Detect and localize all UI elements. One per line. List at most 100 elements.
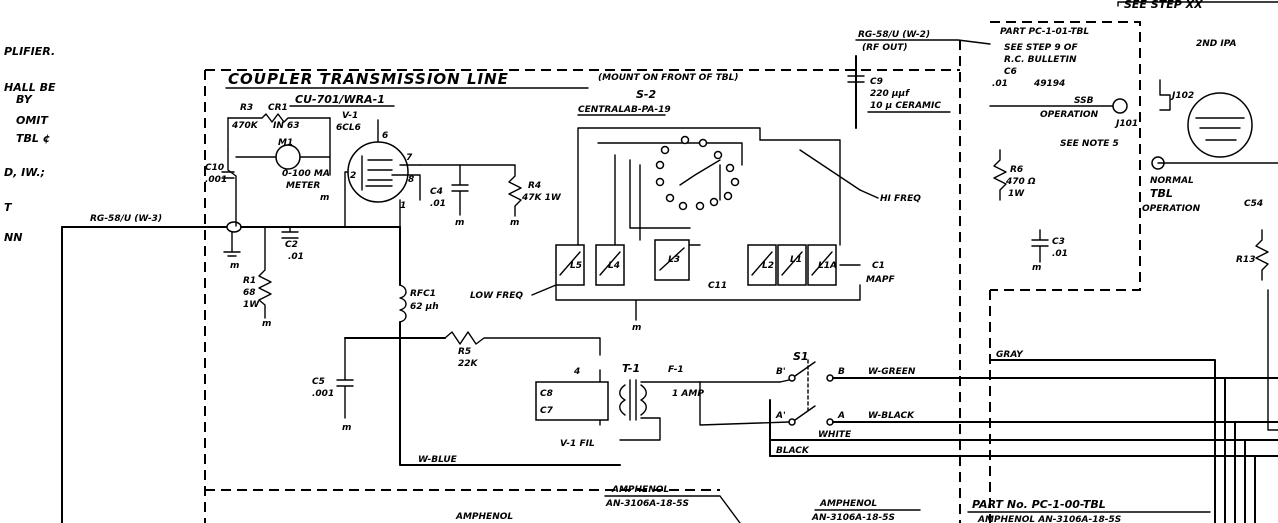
ground-label-5: m bbox=[510, 218, 519, 228]
pin-6: 6 bbox=[382, 131, 388, 141]
term-b-prime: B' bbox=[776, 367, 786, 377]
j102-jack bbox=[1159, 79, 1171, 111]
r5-label: R5 bbox=[458, 347, 471, 357]
r4-value: 47K 1W bbox=[521, 193, 562, 203]
rf-out-wire bbox=[855, 39, 991, 45]
vertical-bus bbox=[1224, 377, 1256, 523]
cr1-label: CR1 bbox=[268, 103, 288, 113]
r1-value: 68 bbox=[243, 288, 256, 298]
pin-8: 8 bbox=[408, 175, 414, 185]
ground-label-8: m bbox=[1032, 263, 1041, 273]
ipa-label: 2ND IPA bbox=[1196, 39, 1237, 49]
normal-tbl: TBL bbox=[1150, 187, 1173, 200]
ground-label-6: m bbox=[342, 423, 351, 433]
c9-symbol bbox=[847, 75, 865, 83]
wire-gray: GRAY bbox=[996, 350, 1024, 360]
j101-label: J101 bbox=[1114, 119, 1138, 129]
wire-black: BLACK bbox=[776, 446, 810, 456]
margin-note-7: T bbox=[4, 201, 13, 214]
rfc1-value: 62 µh bbox=[410, 302, 439, 312]
amphenol-2-title: AMPHENOL bbox=[819, 499, 877, 509]
tube-leads bbox=[377, 119, 421, 201]
t1-secondary bbox=[619, 381, 701, 441]
rfc-bottom-wire bbox=[399, 321, 621, 466]
part-note-3: 49194 bbox=[1033, 79, 1065, 89]
coupler-part: CU-701/WRA-1 bbox=[295, 93, 385, 106]
r6-watt: 1W bbox=[1008, 189, 1025, 199]
c10-symbol bbox=[221, 171, 235, 179]
pin-1: 1 bbox=[400, 201, 406, 211]
ssb-label: SSB bbox=[1074, 96, 1094, 106]
c8-label: C8 bbox=[540, 389, 553, 399]
wire-blue: W-BLUE bbox=[418, 455, 458, 465]
r3-label: R3 bbox=[240, 103, 253, 113]
wire-green: W-GREEN bbox=[868, 367, 916, 377]
m1-label: M1 bbox=[278, 138, 293, 148]
low-freq-label: LOW FREQ bbox=[470, 291, 523, 301]
margin-note-4: OMIT bbox=[16, 114, 49, 127]
c10-value: .001 bbox=[205, 175, 227, 185]
c6-label: C6 bbox=[1004, 67, 1017, 77]
part-note-2: R.C. BULLETIN bbox=[1004, 55, 1077, 65]
s1-label: S1 bbox=[793, 350, 809, 363]
c5-label: C5 bbox=[312, 377, 325, 387]
margin-note-5: TBL ¢ bbox=[16, 132, 50, 145]
ssb-operation: OPERATION bbox=[1040, 110, 1099, 120]
r3-resistor bbox=[227, 113, 331, 123]
c11-label: C11 bbox=[708, 281, 727, 291]
top-right-leader bbox=[1117, 1, 1278, 7]
fil-label: V-1 FIL bbox=[560, 439, 595, 449]
c10-label: C10 bbox=[205, 163, 224, 173]
mount-note: (MOUNT ON FRONT OF TBL) bbox=[598, 73, 738, 83]
coupler-title: COUPLER TRANSMISSION LINE bbox=[228, 70, 509, 88]
r4-resistor bbox=[419, 164, 522, 217]
c8-c7-box bbox=[535, 381, 609, 421]
r1-label: R1 bbox=[243, 276, 256, 286]
r5-resistor bbox=[444, 331, 601, 356]
l1-label: L1 bbox=[790, 255, 802, 265]
term-b: B bbox=[838, 367, 845, 377]
margin-note-3: BY bbox=[16, 93, 33, 106]
s1-contact-a-prime bbox=[788, 418, 796, 426]
wire-black-w: W-BLACK bbox=[868, 411, 915, 421]
pin-4: 4 bbox=[573, 367, 580, 377]
r5-value: 22K bbox=[458, 359, 479, 369]
margin-note-2: HALL BE bbox=[4, 81, 56, 94]
ground-label-3: m bbox=[320, 193, 329, 203]
see-note: SEE NOTE 5 bbox=[1060, 139, 1119, 149]
wire-white: WHITE bbox=[818, 430, 852, 440]
c3-symbol bbox=[1031, 229, 1049, 263]
v1-type: 6CL6 bbox=[336, 123, 361, 133]
margin-note-6: D, IW.; bbox=[4, 166, 45, 179]
ground-label-2: m bbox=[262, 319, 271, 329]
amphenol-1-title: AMPHENOL bbox=[611, 485, 669, 495]
c5-symbol bbox=[336, 337, 354, 419]
part-note-1: SEE STEP 9 OF bbox=[1004, 43, 1078, 53]
f1-value: 1 AMP bbox=[672, 389, 704, 399]
switch-contacts bbox=[655, 135, 740, 211]
c6-value: .01 bbox=[992, 79, 1008, 89]
c4-symbol bbox=[451, 164, 469, 216]
c1-label: C1 bbox=[872, 261, 885, 271]
c2-label: C2 bbox=[285, 240, 298, 250]
ipa-tube-elements bbox=[1195, 117, 1245, 141]
m1-meter: METER bbox=[286, 181, 320, 191]
normal-label: NORMAL bbox=[1150, 176, 1194, 186]
r4-label: R4 bbox=[528, 181, 541, 191]
j102-label: J102 bbox=[1170, 91, 1194, 101]
s1-blades bbox=[794, 361, 816, 421]
f1-label: F-1 bbox=[668, 365, 684, 375]
rf-out-label: (RF OUT) bbox=[862, 43, 908, 53]
ground-label-4: m bbox=[455, 218, 464, 228]
margin-note-8: NN bbox=[4, 231, 22, 244]
amphenol-2-part: AN-3106A-18-5S bbox=[811, 513, 895, 523]
c2-value: .01 bbox=[288, 252, 304, 262]
c10-lead bbox=[227, 149, 237, 227]
r13-resistor bbox=[1255, 229, 1269, 281]
rf-out-cable: RG-58/U (W-2) bbox=[858, 30, 930, 40]
ipa-tube bbox=[1187, 92, 1253, 158]
c3-value: .01 bbox=[1052, 249, 1068, 259]
part-box-title: PART PC-1-01-TBL bbox=[1000, 27, 1089, 37]
l1a-label: L1A bbox=[818, 261, 837, 271]
t1-label: T-1 bbox=[622, 362, 640, 375]
